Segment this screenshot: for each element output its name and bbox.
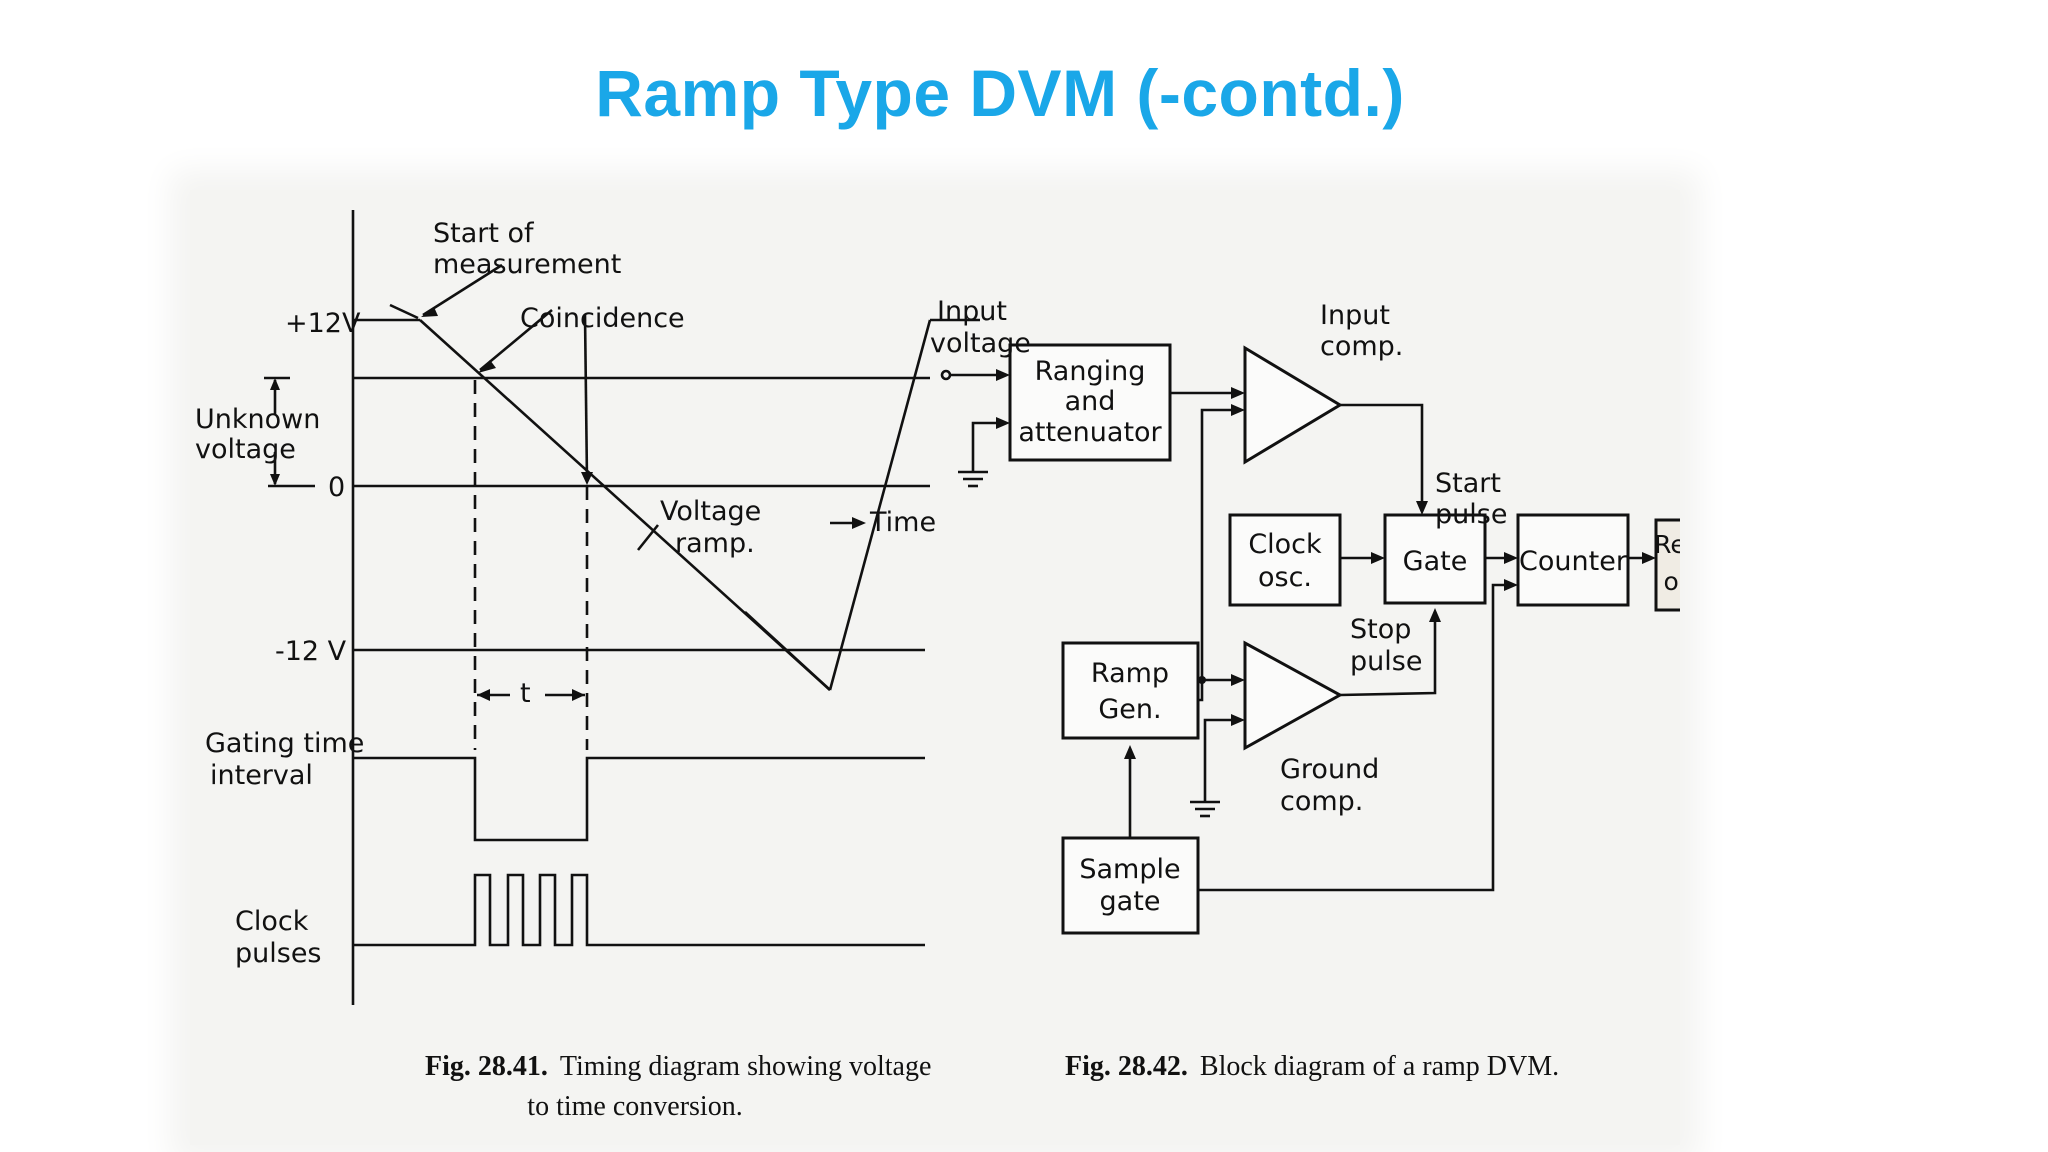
timing-diagram bbox=[264, 210, 980, 1005]
readout-label: Readout bbox=[1654, 530, 1680, 559]
clock-osc-box bbox=[1228, 513, 1342, 607]
input-terminal bbox=[940, 369, 952, 381]
block-diagram bbox=[940, 343, 1680, 935]
fig1-text: Timing diagram showing voltage bbox=[560, 1051, 932, 1082]
stop-pulse-label-1: Stop bbox=[1350, 614, 1411, 645]
clock-label-1: Clock bbox=[235, 906, 309, 937]
fig1-caption-line2: to time conversion. bbox=[527, 1091, 742, 1122]
ranging-label-3: attenuator bbox=[1018, 417, 1162, 448]
ramp-gen-label-1: Ramp bbox=[1091, 658, 1169, 689]
fig1-caption: Fig. 28.41. Timing diagram showing voltag… bbox=[425, 1051, 931, 1082]
input-voltage-rise bbox=[828, 319, 932, 691]
input-comp-label-1: Input bbox=[1320, 300, 1390, 331]
slide-title: Ramp Type DVM (-contd.) bbox=[595, 56, 1405, 130]
fig1-number: Fig. 28.41. bbox=[425, 1051, 548, 1082]
coincidence-label: Coincidence bbox=[520, 303, 685, 334]
t-label: t bbox=[520, 678, 531, 709]
ramp-gen-box bbox=[1061, 641, 1200, 740]
ranging-label-2: and bbox=[1065, 386, 1116, 417]
fig2-number: Fig. 28.42. bbox=[1065, 1051, 1188, 1082]
clock-osc-label-1: Clock bbox=[1248, 529, 1322, 560]
clock-label-2: pulses bbox=[235, 938, 322, 969]
clock-waveform bbox=[353, 873, 925, 947]
clock-osc-label-2: osc. bbox=[1258, 562, 1312, 593]
figure-scan: Start of measurement Coincidence +12V Un… bbox=[190, 190, 1680, 1145]
unknown-label-1: Unknown bbox=[195, 404, 320, 435]
input-voltage-label-1: Input bbox=[937, 296, 1007, 327]
gating-waveform bbox=[353, 756, 925, 842]
input-comparator bbox=[1243, 345, 1343, 465]
gate-label: Gate bbox=[1403, 546, 1468, 577]
readout-digits: o o o o bbox=[1663, 567, 1680, 596]
ramp-dvm-diagram: Start of measurement Coincidence +12V Un… bbox=[195, 210, 1680, 1122]
sample-gate-label-2: gate bbox=[1100, 886, 1161, 917]
ranging-label-1: Ranging bbox=[1035, 356, 1146, 387]
time-label: Time bbox=[869, 507, 936, 538]
plus12-label: +12V bbox=[285, 308, 361, 339]
input-comp-label-2: comp. bbox=[1320, 331, 1403, 362]
ground-comp-label-1: Ground bbox=[1280, 754, 1379, 785]
start-label-2: measurement bbox=[433, 249, 621, 280]
counter-label: Counter bbox=[1519, 546, 1628, 577]
minus12-label: -12 V bbox=[275, 636, 347, 667]
input-voltage-label-2: voltage bbox=[930, 328, 1031, 359]
fig2-text: Block diagram of a ramp DVM. bbox=[1200, 1051, 1559, 1082]
zero-label: 0 bbox=[328, 472, 345, 503]
start-pulse-label-1: Start bbox=[1435, 468, 1501, 499]
ground-comparator bbox=[1243, 640, 1344, 751]
ground-comp-label-2: comp. bbox=[1280, 786, 1363, 817]
unknown-label-2: voltage bbox=[195, 434, 296, 465]
stop-pulse-label-2: pulse bbox=[1350, 646, 1422, 677]
sample-gate-label-1: Sample bbox=[1079, 854, 1180, 885]
ramp-label-2: ramp. bbox=[675, 528, 755, 559]
start-pulse-label-2: pulse bbox=[1435, 499, 1507, 530]
counter-box bbox=[1516, 513, 1630, 607]
start-label-1: Start of bbox=[433, 218, 535, 249]
gating-label-2: interval bbox=[210, 760, 313, 791]
ranging-attenuator-box bbox=[1008, 343, 1172, 462]
gating-label-1: Gating time bbox=[205, 728, 364, 759]
gate-box bbox=[1383, 513, 1487, 605]
fig2-caption: Fig. 28.42. Block diagram of a ramp DVM. bbox=[1065, 1051, 1559, 1082]
ramp-label-1: Voltage bbox=[660, 496, 761, 527]
readout-box bbox=[1654, 518, 1680, 612]
ramp-gen-label-2: Gen. bbox=[1098, 694, 1161, 725]
